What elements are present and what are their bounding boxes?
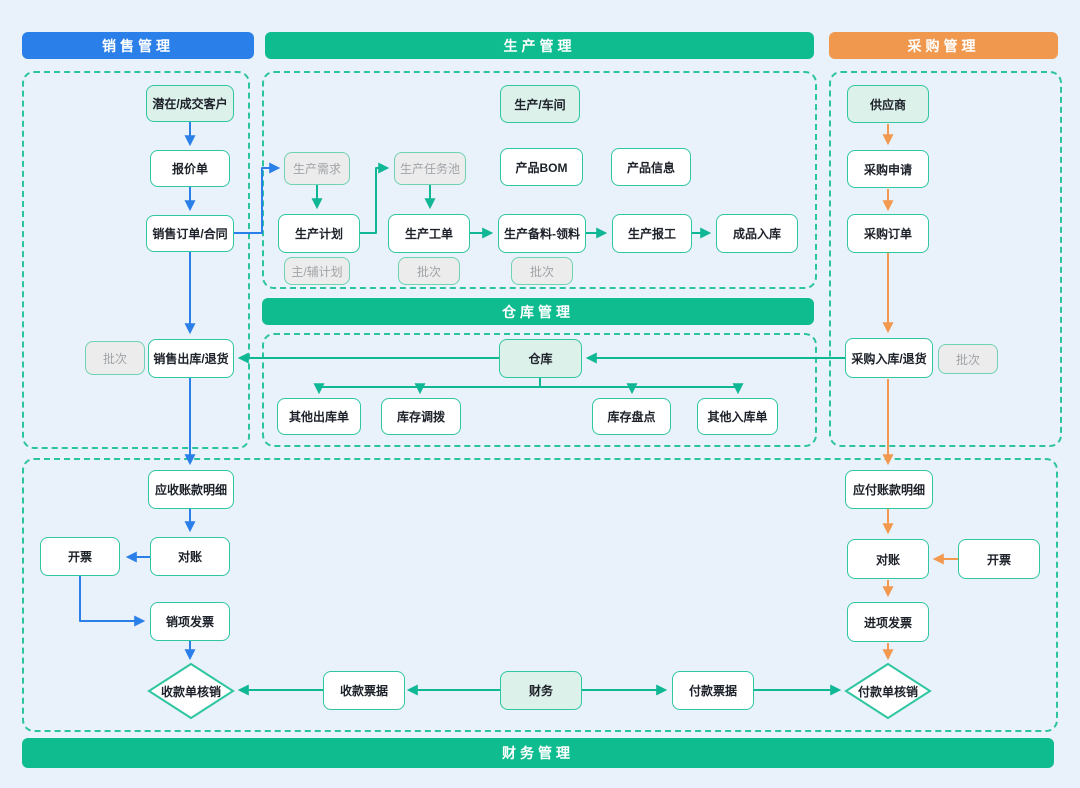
node-ar-detail: 应收账款明细	[148, 470, 234, 509]
warehouse-section-banner: 仓库管理	[262, 298, 814, 325]
node-output-invoice: 销项发票	[150, 602, 230, 641]
node-payment-bill: 付款票据	[672, 671, 754, 710]
node-sales-order: 销售订单/合同	[146, 215, 234, 252]
sales-section-banner: 销售管理	[22, 32, 254, 59]
node-purchase-order: 采购订单	[847, 214, 929, 253]
node-invoice-ap: 开票	[958, 539, 1040, 579]
purchase-area	[829, 71, 1062, 447]
node-finished-inbound: 成品入库	[716, 214, 798, 253]
node-input-invoice: 进项发票	[847, 602, 929, 642]
node-receipt-writeoff: 收款单核销	[160, 684, 221, 699]
node-production-material: 生产备料-领料	[498, 214, 586, 253]
node-product-bom: 产品BOM	[500, 148, 583, 186]
node-payment-writeoff: 付款单核销	[857, 684, 918, 699]
node-batch-workorder: 批次	[398, 257, 460, 285]
node-other-outbound: 其他出库单	[277, 398, 361, 435]
node-batch-sales: 批次	[85, 341, 145, 375]
node-quotation: 报价单	[150, 150, 230, 187]
node-production-demand: 生产需求	[284, 152, 350, 185]
node-production-workorder: 生产工单	[388, 214, 470, 253]
warehouse-area	[262, 333, 817, 447]
node-sales-outbound: 销售出库/退货	[148, 339, 234, 378]
purchase-section-banner: 采购管理	[829, 32, 1058, 59]
node-finance: 财务	[500, 671, 582, 710]
node-ap-detail: 应付账款明细	[845, 470, 933, 509]
node-production-task-pool: 生产任务池	[394, 152, 466, 185]
node-production-report: 生产报工	[612, 214, 692, 253]
finance-section-banner: 财务管理	[22, 738, 1054, 768]
node-inventory-transfer: 库存调拨	[381, 398, 461, 435]
node-purchase-inbound: 采购入库/退货	[845, 338, 933, 378]
node-invoice-ar: 开票	[40, 537, 120, 576]
node-product-info: 产品信息	[611, 148, 691, 186]
node-supplier: 供应商	[847, 85, 929, 123]
node-main-aux-plan: 主/辅计划	[284, 257, 350, 285]
node-other-inbound: 其他入库单	[697, 398, 778, 435]
node-reconcile-ar: 对账	[150, 537, 230, 576]
node-inventory-check: 库存盘点	[592, 398, 671, 435]
node-receipt-bill: 收款票据	[323, 671, 405, 710]
node-reconcile-ap: 对账	[847, 539, 929, 579]
node-warehouse: 仓库	[499, 339, 582, 378]
finance-area	[22, 458, 1058, 732]
node-workshop: 生产/车间	[500, 85, 580, 123]
sales-area	[22, 71, 250, 449]
node-purchase-request: 采购申请	[847, 150, 929, 188]
production-section-banner: 生产管理	[265, 32, 814, 59]
node-production-plan: 生产计划	[278, 214, 360, 253]
node-batch-purchase: 批次	[938, 344, 998, 374]
node-potential-customer: 潜在/成交客户	[146, 85, 234, 122]
node-batch-material: 批次	[511, 257, 573, 285]
